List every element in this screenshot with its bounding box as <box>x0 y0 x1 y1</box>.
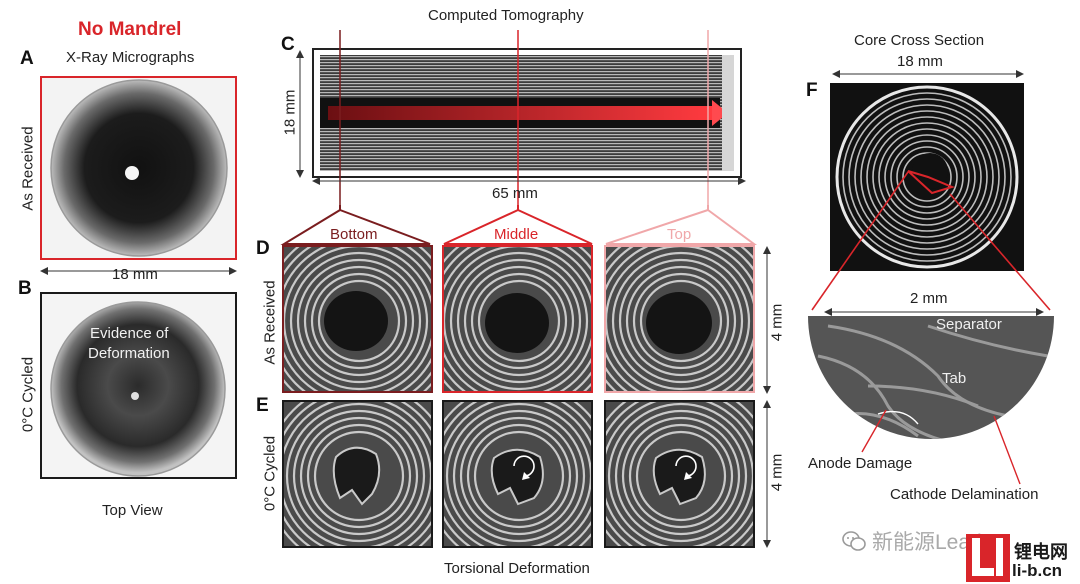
dim-line-e <box>763 400 771 548</box>
separator-label: Separator <box>936 316 1002 333</box>
evidence-label-1: Evidence of <box>90 325 169 342</box>
panel-label-c: C <box>281 34 295 55</box>
no-mandrel-title: No Mandrel <box>78 19 182 40</box>
panel-f-zoom <box>808 316 1054 439</box>
cycled-label-b: 0°C Cycled <box>19 356 37 433</box>
label-top: Top <box>667 226 692 243</box>
panel-label-d: D <box>256 238 270 259</box>
zoom-flare <box>811 171 1051 311</box>
dim-line-2mm <box>824 308 1044 316</box>
panel-b-xray <box>40 292 237 479</box>
panel-label-b: B <box>18 278 32 299</box>
dim-18mm-b: 18 mm <box>112 266 158 283</box>
libcn-logo <box>966 534 1010 582</box>
xray-title: X-Ray Micrographs <box>66 49 195 66</box>
logo-url-text: li-b.cn <box>1012 561 1063 580</box>
panel-c-ct-section <box>312 48 742 178</box>
dim-65mm: 65 mm <box>492 185 538 202</box>
dim-2mm: 2 mm <box>910 290 948 307</box>
label-bottom: Bottom <box>330 226 378 243</box>
dim-line-b <box>40 262 237 282</box>
panel-a-xray <box>40 76 237 260</box>
cut-lines <box>280 30 758 245</box>
dim-4mm-e: 4 mm <box>768 453 786 492</box>
as-received-label-d: As Received <box>261 280 279 365</box>
logo-cn-text: 锂电网 <box>1014 542 1068 562</box>
dim-line-f <box>832 70 1024 78</box>
xray-disk-b <box>50 301 226 477</box>
logo-mark-i <box>996 538 1003 576</box>
tile-d-bottom <box>282 245 433 393</box>
dim-line-c-vertical <box>296 50 304 178</box>
top-view-label: Top View <box>102 502 163 519</box>
callout-lines <box>861 409 1021 485</box>
tile-e-middle <box>442 400 593 548</box>
panel-f-core <box>830 83 1024 271</box>
label-middle: Middle <box>494 226 539 243</box>
tile-e-bottom <box>282 400 433 548</box>
cycled-label-e: 0°C Cycled <box>261 435 279 512</box>
wechat-icon <box>842 531 866 551</box>
xray-disk-a <box>50 79 228 257</box>
as-received-label-a: As Received <box>19 126 37 211</box>
evidence-label-2: Deformation <box>88 345 170 362</box>
dim-4mm-d: 4 mm <box>768 303 786 342</box>
core-title: Core Cross Section <box>854 32 985 49</box>
panel-label-a: A <box>20 48 34 69</box>
tile-d-top <box>604 245 755 393</box>
dim-line-d <box>763 246 771 394</box>
torsional-label: Torsional Deformation <box>444 560 590 577</box>
cathode-delam-label: Cathode Delamination <box>890 486 1039 503</box>
tile-d-middle <box>442 245 593 393</box>
tab-label: Tab <box>942 370 967 387</box>
logo-mark-icon <box>972 538 980 576</box>
panel-label-f: F <box>806 80 818 101</box>
logo-mark-foot <box>972 568 994 576</box>
panel-label-e: E <box>256 395 269 416</box>
tile-e-top <box>604 400 755 548</box>
ct-title: Computed Tomography <box>428 7 584 24</box>
dim-18mm-f: 18 mm <box>897 53 943 70</box>
anode-damage-label: Anode Damage <box>808 455 913 472</box>
